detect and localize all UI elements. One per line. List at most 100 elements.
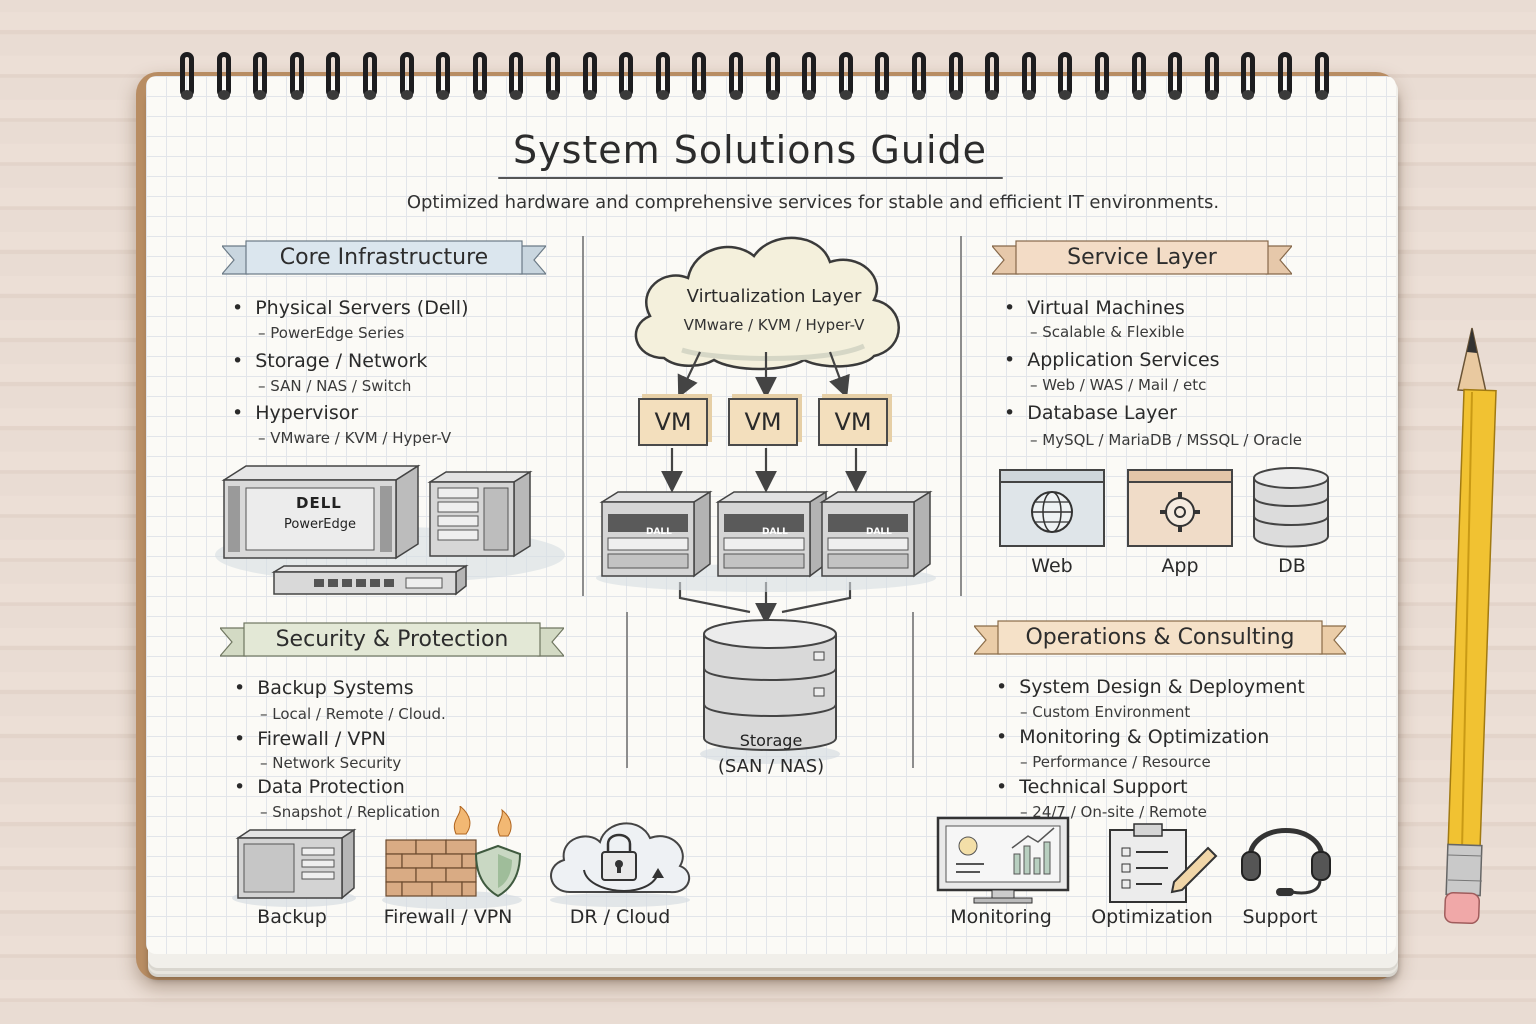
list-item: Hypervisor [232, 402, 358, 424]
binding-hole [876, 90, 889, 100]
list-subitem: Local / Remote / Cloud. [260, 705, 446, 723]
server-rack-group [596, 490, 936, 592]
vm-box: VM [728, 398, 798, 446]
divider-left-bottom [626, 612, 628, 768]
dell-logo-text: DELL [296, 494, 342, 512]
binding-hole [400, 90, 413, 100]
binding-hole [913, 90, 925, 100]
section-heading: Core Infrastructure [279, 245, 489, 270]
list-item: Backup Systems [234, 677, 413, 699]
binding-hole [620, 90, 633, 100]
ribbon-operations-consulting: Operations & Consulting [974, 620, 1346, 658]
firewall-icon [382, 806, 522, 909]
binding-hole [1132, 90, 1145, 100]
ribbon-service-layer: Service Layer [992, 240, 1292, 278]
list-subitem: Web / WAS / Mail / etc [1030, 376, 1206, 394]
binding-hole [583, 90, 596, 100]
list-item: Storage / Network [232, 350, 427, 372]
virtualization-cloud-icon [634, 236, 900, 371]
icon-label: Web [1031, 555, 1073, 577]
app-icon [1127, 469, 1233, 547]
icon-label: App [1161, 555, 1199, 577]
binding-hole [254, 90, 267, 100]
storage-subtitle: (SAN / NAS) [717, 756, 825, 777]
icon-label: Monitoring [950, 906, 1052, 928]
list-subitem: Snapshot / Replication [260, 803, 440, 821]
binding-hole [1315, 90, 1328, 100]
binding-hole [364, 90, 376, 100]
list-subitem: Custom Environment [1020, 703, 1190, 721]
binding-hole [327, 90, 340, 100]
db-icon [1253, 467, 1329, 548]
storage-title: Storage [739, 731, 803, 750]
list-subitem: Performance / Resource [1020, 753, 1210, 771]
cloud-title: Virtualization Layer [686, 286, 862, 307]
list-item: Application Services [1004, 349, 1219, 371]
binding-hole [766, 90, 779, 100]
vm-box: VM [638, 398, 708, 446]
icon-label: DR / Cloud [569, 906, 671, 928]
cloud-subtitle: VMware / KVM / Hyper-V [683, 316, 865, 334]
section-heading: Service Layer [1067, 245, 1217, 270]
divider-left-top [582, 236, 584, 596]
binding-hole [437, 90, 450, 100]
binding-hole [730, 90, 742, 100]
binding-hole [656, 90, 669, 100]
list-item: Data Protection [234, 776, 405, 798]
binding-hole [473, 90, 486, 100]
list-subitem: Network Security [260, 754, 401, 772]
ribbon-core-infrastructure: Core Infrastructure [222, 240, 546, 278]
binding-hole [839, 90, 852, 100]
binding-hole [986, 90, 999, 100]
web-icon [999, 469, 1105, 547]
binding-hole [181, 90, 193, 100]
icon-label: DB [1278, 555, 1306, 577]
list-subitem: Scalable & Flexible [1030, 323, 1184, 341]
server-label: DALL [646, 527, 672, 537]
list-item: System Design & Deployment [996, 676, 1305, 698]
poweredge-label: PowerEdge [284, 517, 357, 532]
binding-hole [1059, 90, 1072, 100]
binding-hole [1205, 90, 1218, 100]
divider-right-top [960, 236, 962, 596]
server-hardware-illustration [215, 464, 565, 596]
list-item: Virtual Machines [1004, 297, 1185, 319]
list-subitem: PowerEdge Series [258, 324, 404, 342]
storage-cylinder-icon [700, 619, 840, 764]
list-item: Firewall / VPN [234, 728, 386, 750]
title-underline [498, 177, 1003, 179]
list-item: Technical Support [996, 776, 1187, 798]
monitoring-icon [936, 816, 1070, 904]
list-subitem: VMware / KVM / Hyper-V [258, 429, 451, 447]
optimization-icon [1109, 823, 1218, 903]
icon-label: Support [1242, 906, 1318, 928]
list-subitem: SAN / NAS / Switch [258, 377, 411, 395]
binding-hole [803, 90, 816, 100]
binding-hole [547, 90, 559, 100]
binding-hole [1242, 90, 1255, 100]
page-title: System Solutions Guide [512, 128, 988, 172]
support-icon [1241, 828, 1331, 896]
list-subitem: 24/7 / On-site / Remote [1020, 803, 1207, 821]
section-heading: Operations & Consulting [1025, 625, 1295, 650]
icon-label: Firewall / VPN [383, 906, 513, 928]
cloud-lock-icon [550, 822, 691, 907]
list-item: Database Layer [1004, 402, 1177, 424]
vm-box: VM [818, 398, 888, 446]
binding-hole [1096, 90, 1108, 100]
binding-hole [1169, 90, 1182, 100]
icon-label: Optimization [1091, 906, 1213, 928]
ribbon-security-protection: Security & Protection [220, 622, 564, 660]
icon-label: Backup [257, 906, 327, 928]
list-item: Physical Servers (Dell) [232, 297, 468, 319]
binding-hole [1279, 90, 1291, 100]
divider-right-bottom [912, 612, 914, 768]
binding-hole [290, 90, 303, 100]
binding-hole [510, 90, 523, 100]
binding-hole [949, 90, 962, 100]
list-subitem: MySQL / MariaDB / MSSQL / Oracle [1030, 431, 1302, 449]
section-heading: Security & Protection [275, 627, 509, 652]
binding-hole [1022, 90, 1035, 100]
page-subtitle: Optimized hardware and comprehensive ser… [406, 192, 1220, 213]
pencil-icon [1444, 327, 1497, 925]
